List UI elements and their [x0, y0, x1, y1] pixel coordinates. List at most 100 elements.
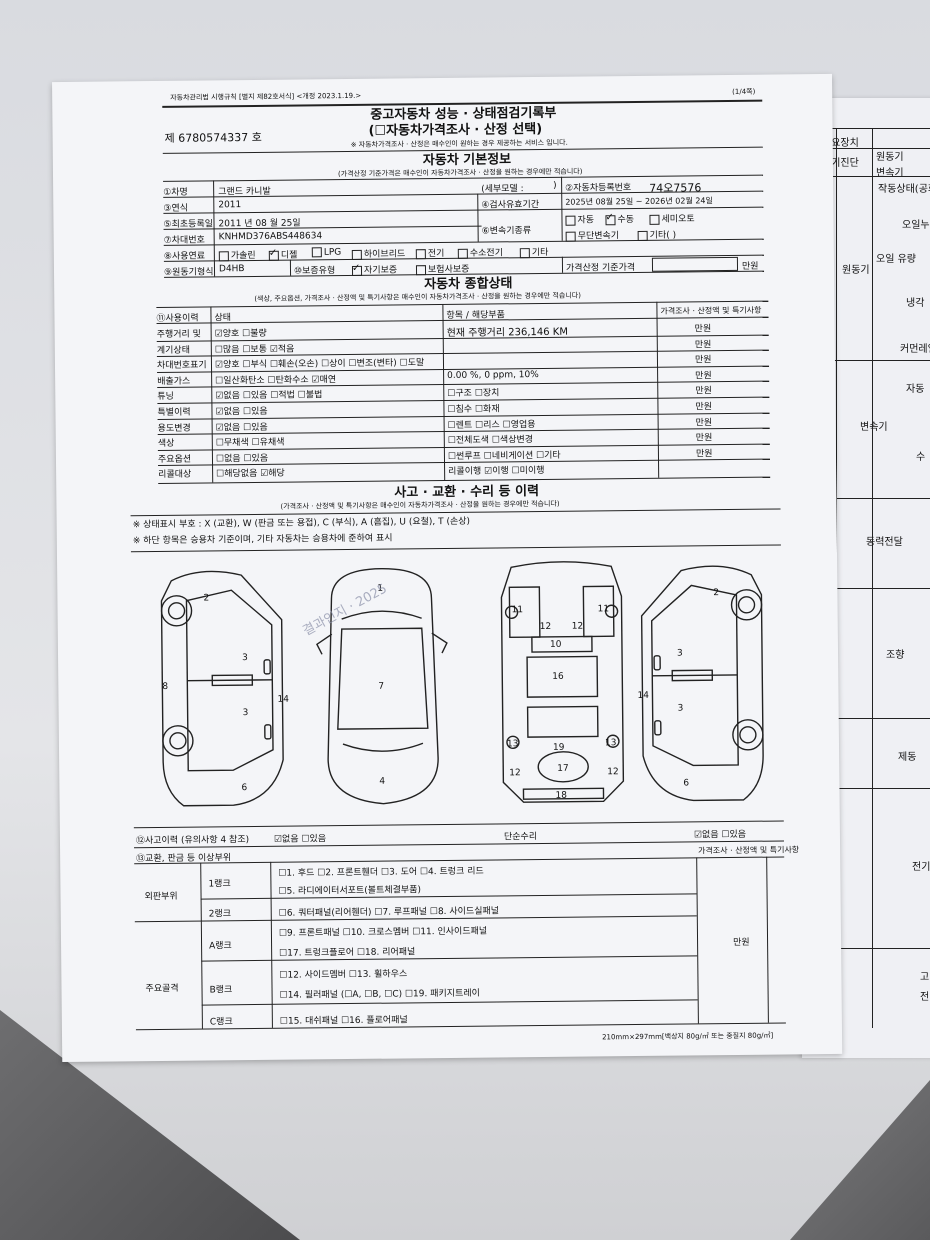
rank1-items-b[interactable]: ☐5. 라디에이터서포트(볼트체결부품)	[278, 885, 422, 897]
overall-row-opts[interactable]: ☑양호 ☐부식 ☐훼손(오손) ☐상이 ☐변조(변타) ☐도말	[214, 358, 425, 371]
rankA-label: A랭크	[209, 941, 232, 952]
exchange-price-col: 가격조사 · 산정액 및 특기사항	[698, 845, 800, 856]
rank1-items-a[interactable]: ☐1. 후드 ☐2. 프론트휀더 ☐3. 도어 ☐4. 트렁크 리드	[278, 866, 484, 879]
overall-row-item[interactable]: 리콜이행 ☑이행 ☐미이행	[448, 466, 545, 478]
rankC-label: C랭크	[209, 1017, 233, 1028]
page2-cooling: 냉각	[906, 298, 925, 309]
overall-row-opts[interactable]: ☑없음 ☐있음	[215, 422, 268, 433]
col-price: 가격조사 · 산정액 및 특기사항	[660, 305, 762, 316]
diagram-num-12-rear-left: 12	[509, 768, 521, 778]
basic-info-title: 자동차 기본정보	[422, 152, 512, 169]
diagram-num-17: 17	[557, 764, 569, 774]
rankB-items-a[interactable]: ☐12. 사이드멤버 ☐13. 휠하우스	[279, 969, 408, 981]
page2-steering: 조향	[886, 650, 905, 661]
trans-manual[interactable]: 수동	[605, 212, 634, 225]
overall-row-label: 튜닝	[157, 392, 174, 403]
overall-row-opts[interactable]: ☐없음 ☐있음	[215, 453, 269, 465]
overall-row-opts[interactable]: ☐일산화탄소 ☐탄화수소 ☑매연	[215, 374, 337, 387]
accident-history-opts[interactable]: ☑없음 ☐있음	[273, 834, 327, 845]
rankC-items[interactable]: ☐15. 대쉬패널 ☐16. 플로어패널	[279, 1015, 408, 1027]
overall-row-unit: 만원	[694, 355, 712, 366]
page2-self-diag: 자기진단	[822, 158, 859, 169]
overall-row-item[interactable]: ☐전체도색 ☐색상변경	[447, 435, 534, 447]
overall-row-unit: 만원	[695, 386, 712, 397]
page2-idle: 작동상태(공회	[878, 184, 930, 195]
trans-auto[interactable]: 자동	[565, 212, 594, 226]
engine: D4HB	[218, 264, 245, 275]
reg-no: 74오7576	[649, 181, 702, 195]
inspection-form-page: 자동차관리법 시행규칙 [별지 제82호서식] <개정 2023.1.19.> …	[52, 73, 843, 1063]
diagram-num-6-right: 6	[683, 778, 689, 788]
overall-row-label: 특별이력	[157, 407, 191, 418]
diagram-num-3-right-a: 3	[677, 649, 683, 659]
paper-spec-footer: 210mm×297mm[백상지 80g/㎡ 또는 중질지 80g/㎡]	[602, 1031, 774, 1042]
legend-note: ※ 하단 항목은 승용차 기준이며, 기타 자동차는 승용차에 준하여 표시	[132, 533, 393, 547]
car-damage-diagram: 2 3 3 6 14 8 1 7 4 11 11 12 12 10 16 19 …	[160, 561, 764, 807]
overall-row-opts[interactable]: ☑양호 ☐불량	[214, 328, 267, 340]
record-number: 제 6780574337 호	[164, 130, 262, 145]
overall-row-opts[interactable]: ☐무채색 ☐유채색	[215, 437, 285, 449]
diagram-num-6-left: 6	[241, 783, 247, 793]
fuel-lpg[interactable]: LPG	[311, 247, 341, 258]
overall-row-unit: 만원	[695, 448, 713, 460]
overall-row-item[interactable]: ☐썬루프 ☐네비게이션 ☐기타	[447, 450, 561, 462]
diagram-num-3-left-a: 3	[242, 653, 248, 663]
trans-semi[interactable]: 세미오토	[649, 211, 695, 225]
page2-oil-leak: 오일누	[902, 220, 930, 231]
overall-row-label: 계기상태	[156, 345, 191, 356]
trans-label: ⑥변속기종류	[481, 226, 532, 237]
rank2-items[interactable]: ☐6. 쿼터패널(리어휀더) ☐7. 루프패널 ☐8. 사이드실패널	[278, 906, 500, 919]
overall-row-item[interactable]: ☐렌트 ☐리스 ☐영업용	[447, 419, 536, 431]
overall-row-item[interactable]: ☐구조 ☐장치	[447, 388, 500, 400]
overall-row-opts[interactable]: ☐많음 ☐보통 ☑적음	[214, 344, 295, 355]
simple-repair-opts[interactable]: ☑없음 ☐있음	[693, 829, 747, 841]
page2-oil-level: 오일 유량	[876, 254, 916, 265]
rankB-items-b[interactable]: ☐14. 필러패널 (☐A, ☐B, ☐C) ☐19. 패키지트레이	[279, 988, 480, 1001]
diagram-num-12-front-right: 12	[572, 622, 584, 632]
diagram-num-3-left-b: 3	[243, 708, 249, 718]
rank2-label: 2랭크	[208, 909, 232, 920]
diagram-num-12-rear-right: 12	[607, 767, 619, 777]
diagram-num-7: 7	[378, 682, 384, 692]
diagram-num-18: 18	[555, 791, 567, 801]
overall-row-label: 배출가스	[157, 376, 191, 387]
year: 2011	[218, 200, 242, 211]
price-input[interactable]	[651, 256, 739, 272]
diagram-num-14-left: 14	[277, 695, 289, 705]
valid-period: 2025년 08월 25일 ~ 2026년 02월 24일	[565, 196, 713, 207]
overall-row-item[interactable]: ☐침수 ☐화재	[447, 404, 500, 415]
overall-row-label: 용도변경	[157, 423, 191, 434]
diagram-num-3-right-b: 3	[678, 704, 684, 714]
page2-brake: 제동	[898, 752, 917, 763]
overall-row-opts[interactable]: ☐해당없음 ☑해당	[216, 469, 285, 480]
overall-row-opts[interactable]: ☑없음 ☐있음	[215, 406, 268, 418]
rankA-items-a[interactable]: ☐9. 프론트패널 ☐10. 크로스멤버 ☐11. 인사이드패널	[278, 926, 488, 939]
service-note: ※ 자동차가격조사 · 산정은 매수인이 원하는 경우 제공하는 서비스 입니다…	[350, 138, 568, 149]
page2-engine-a: 원동기	[876, 152, 904, 163]
overall-row-unit: 만원	[695, 433, 713, 444]
diagram-num-13-right: 13	[605, 738, 617, 748]
diagram-num-13-left: 13	[507, 739, 519, 749]
overall-row-item[interactable]: 0.00 %, 0 ppm, 10%	[447, 369, 539, 381]
accident-note: (가격조사 · 산정액 및 특기사항은 매수인이 자동차가격조사 · 산정을 원…	[280, 499, 560, 511]
page2-trans-a: 변속기	[876, 168, 904, 179]
overall-note: (색상, 주요옵션, 가격조사 · 산정액 및 특기사항은 매수인이 자동차가격…	[254, 291, 581, 303]
rankB-label: B랭크	[209, 985, 233, 996]
diagram-num-10: 10	[550, 640, 562, 650]
accident-title: 사고 · 교환 · 수리 등 이력	[394, 484, 540, 501]
diagram-num-1: 1	[377, 584, 383, 594]
overall-row-label: 색상	[157, 439, 175, 450]
overall-row-opts[interactable]: ☑없음 ☐있음 ☐적법 ☐불법	[215, 390, 323, 402]
page2-power: 동력전달	[866, 537, 903, 548]
accident-history-label: ⑫사고이력 (유의사항 4 참조)	[135, 835, 250, 847]
diagram-num-16: 16	[552, 672, 564, 682]
page-number: (1/4쪽)	[732, 87, 756, 96]
overall-row-unit: 만원	[695, 417, 713, 428]
rankA-items-b[interactable]: ☐17. 트렁크플로어 ☐18. 리어패널	[279, 947, 416, 959]
overall-row-unit: 만원	[694, 324, 712, 335]
diagram-num-2-right: 2	[713, 588, 719, 598]
diagram-num-4: 4	[379, 777, 385, 787]
legend-symbols: ※ 상태표시 부호 : X (교환), W (판금 또는 용접), C (부식)…	[132, 516, 471, 531]
page2-engine-b: 원동기	[842, 265, 870, 276]
